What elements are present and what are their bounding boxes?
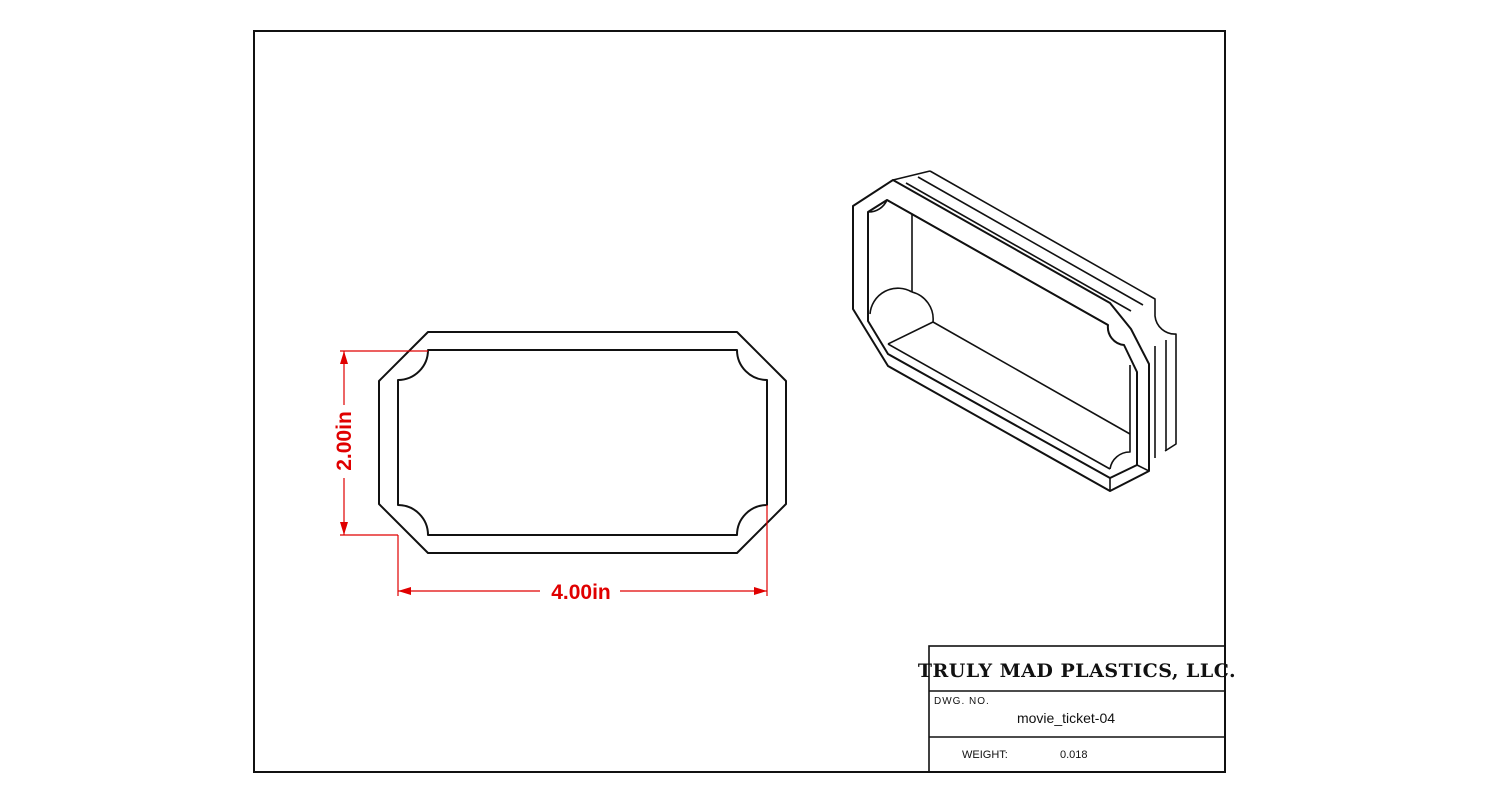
height-dimension [340, 350, 428, 536]
company-name: TRULY MAD PLASTICS, LLC. [918, 660, 1236, 682]
drawing-number: movie_ticket-04 [1017, 710, 1115, 726]
iso-outer-rim [852, 179, 1150, 492]
width-dimension [397, 505, 768, 596]
top-view-inner-outline [397, 349, 768, 536]
drawing-number-label: DWG. NO. [934, 696, 990, 707]
iso-inner-rim [867, 199, 1138, 479]
top-view [378, 331, 787, 554]
sheet-border [253, 30, 1226, 773]
weight-label: WEIGHT: [962, 749, 1008, 761]
isometric-view [852, 170, 1177, 492]
height-dimension-label: 2.00in [333, 411, 356, 471]
weight-value: 0.018 [1060, 749, 1088, 761]
title-block [928, 645, 1226, 773]
top-view-outer-outline [378, 331, 787, 554]
width-dimension-label: 4.00in [551, 581, 611, 604]
